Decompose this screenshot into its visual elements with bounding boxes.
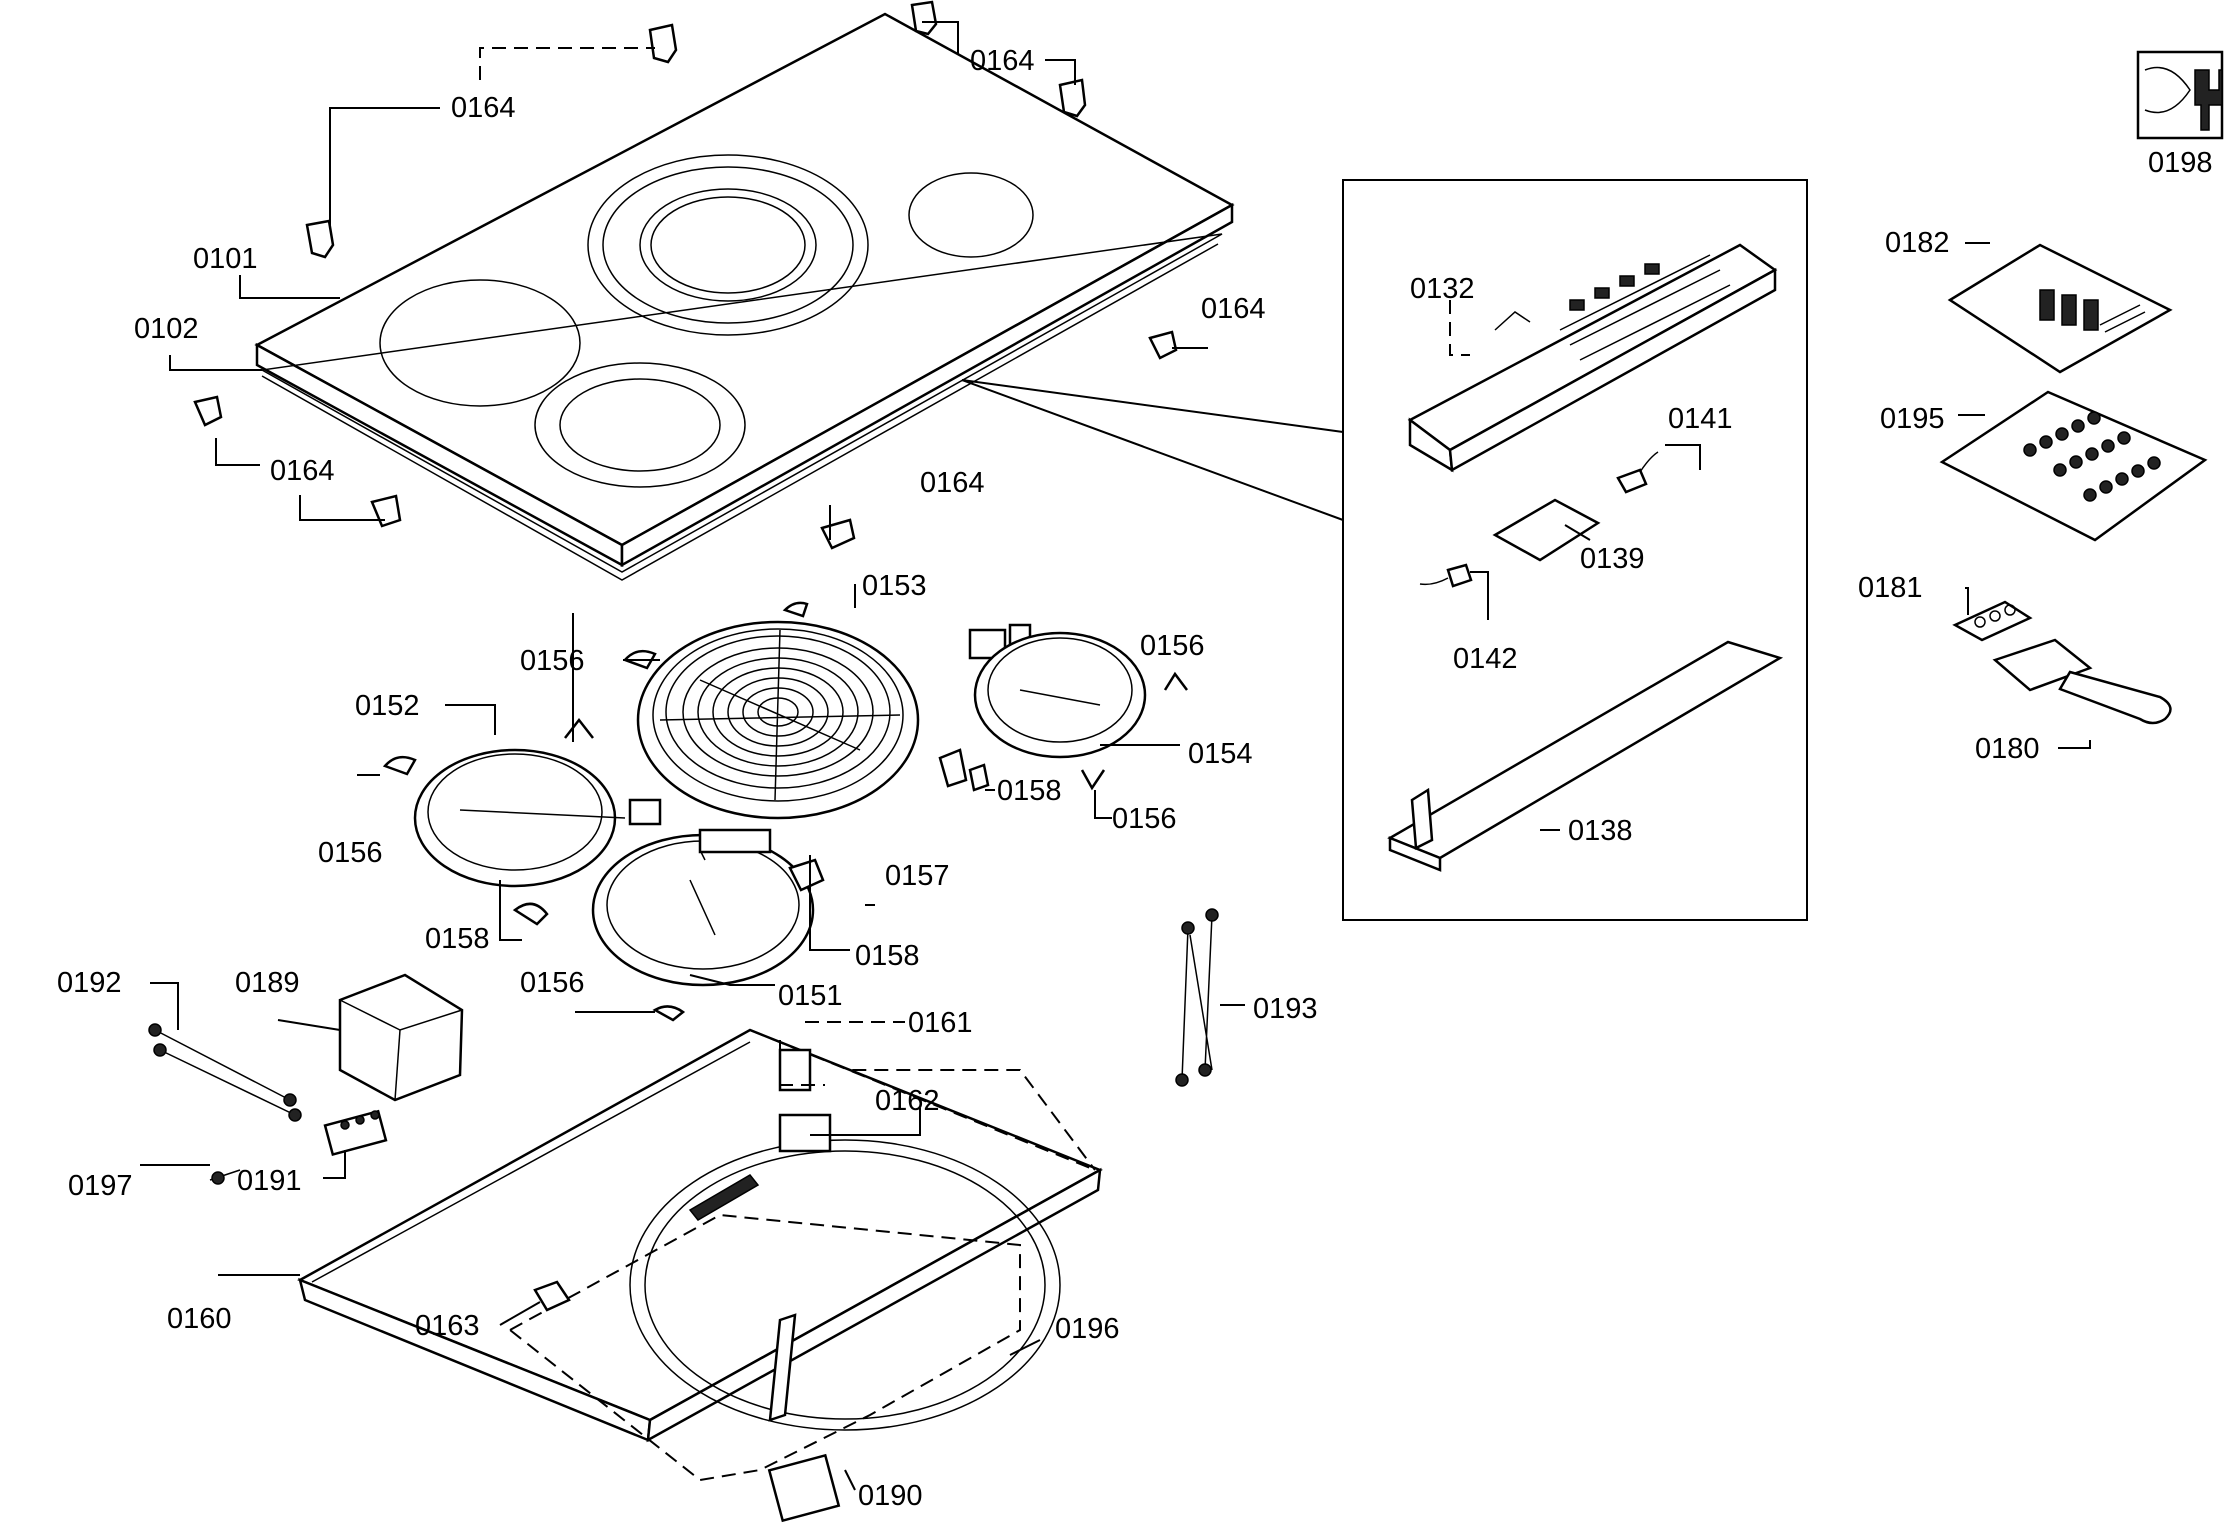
label-0164a: 0164 [451, 92, 516, 124]
scraper-0180-0181 [1952, 600, 2172, 725]
label-0180: 0180 [1975, 733, 2040, 765]
clip-parts [193, 0, 1178, 550]
label-0195: 0195 [1880, 403, 1945, 435]
label-0182: 0182 [1885, 227, 1950, 259]
cooktop-glass [254, 12, 1235, 581]
label-0132: 0132 [1410, 273, 1475, 305]
label-0197: 0197 [68, 1170, 133, 1202]
label-0158b: 0158 [425, 923, 490, 955]
label-0189: 0189 [235, 967, 300, 999]
callout-labels: 0164 0164 0164 0164 0164 0101 0102 0132 … [57, 45, 2213, 1512]
label-0152: 0152 [355, 690, 420, 722]
bag-0182 [1947, 243, 2173, 374]
label-0139: 0139 [1580, 543, 1645, 575]
label-0193: 0193 [1253, 993, 1318, 1025]
label-0154: 0154 [1188, 738, 1253, 770]
label-0151: 0151 [778, 980, 843, 1012]
bag-0195 [1939, 390, 2208, 542]
inset-box [1342, 179, 1808, 921]
label-0141: 0141 [1668, 403, 1733, 435]
label-0163: 0163 [415, 1310, 480, 1342]
label-0158a: 0158 [997, 775, 1062, 807]
junction-parts [148, 973, 464, 1185]
label-0161: 0161 [908, 1007, 973, 1039]
label-0156e: 0156 [520, 967, 585, 999]
label-0156a: 0156 [520, 645, 585, 677]
label-0190: 0190 [858, 1480, 923, 1512]
cover-plate-0138 [1387, 640, 1784, 872]
label-0157: 0157 [885, 860, 950, 892]
label-0181: 0181 [1858, 572, 1923, 604]
label-0138: 0138 [1568, 815, 1633, 847]
wires-0193 [1175, 908, 1219, 1087]
label-0164b: 0164 [970, 45, 1035, 77]
label-0164e: 0164 [920, 467, 985, 499]
tool-icon-0198 [2136, 50, 2224, 140]
label-0164c: 0164 [1201, 293, 1266, 325]
label-0162: 0162 [875, 1085, 940, 1117]
label-0101: 0101 [193, 243, 258, 275]
connector-0141 [1616, 451, 1659, 494]
label-0160: 0160 [167, 1303, 232, 1335]
label-0198: 0198 [2148, 147, 2213, 179]
housing-0160 [297, 1028, 1103, 1523]
label-0191: 0191 [237, 1165, 302, 1197]
heating-elements [413, 620, 1147, 987]
label-0156d: 0156 [318, 837, 383, 869]
label-0102: 0102 [134, 313, 199, 345]
leader-lines [140, 21, 2091, 1491]
label-0153: 0153 [862, 570, 927, 602]
bracket-0139 [1492, 498, 1601, 562]
sensor-0142 [1419, 563, 1473, 588]
label-0156c: 0156 [1112, 803, 1177, 835]
label-0156b: 0156 [1140, 630, 1205, 662]
label-0192: 0192 [57, 967, 122, 999]
label-0142: 0142 [1453, 643, 1518, 675]
control-board [1407, 243, 1778, 473]
label-0164d: 0164 [270, 455, 335, 487]
label-0158c: 0158 [855, 940, 920, 972]
label-0196: 0196 [1055, 1313, 1120, 1345]
